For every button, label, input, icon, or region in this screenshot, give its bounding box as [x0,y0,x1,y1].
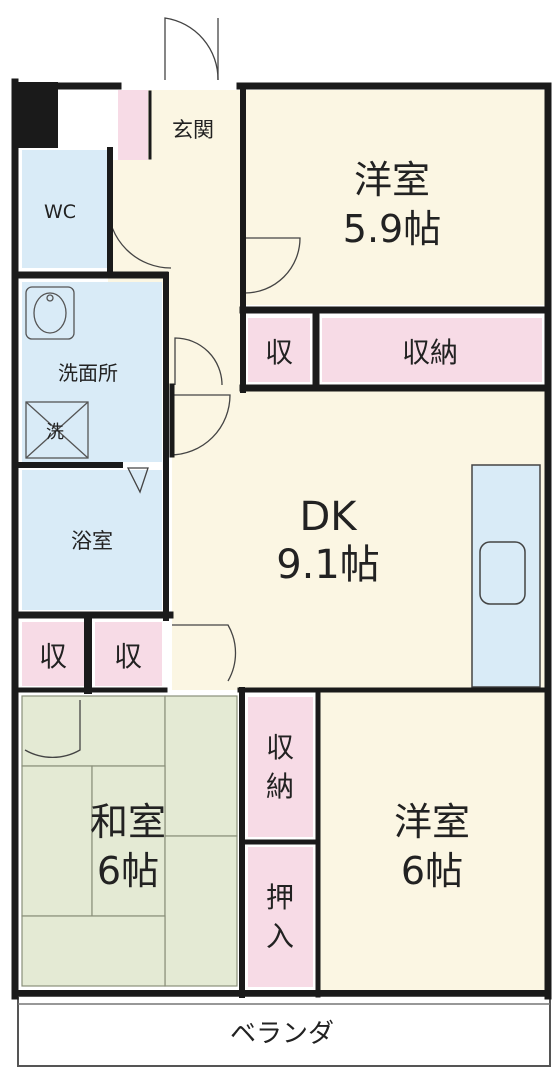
dk-floor-extension [172,620,242,690]
veranda-label: ベランダ [230,1019,334,1049]
washroom-label: 洗面所 [58,361,118,385]
tatami-room-name: 和室 [90,800,166,844]
western-room-top-name: 洋室 [354,158,430,202]
storage-small-1-label: 収 [265,336,293,369]
storage-vertical-label-1: 収 [266,731,294,764]
bathroom-label: 浴室 [71,529,113,553]
closet-label-1: 押 [266,881,294,914]
walls [11,78,552,1000]
dk-name: DK [299,494,358,540]
western-room-top-floor [245,90,545,305]
washing-machine-icon [25,401,89,459]
storage-vertical [248,697,313,837]
entrance-label: 玄関 [172,118,214,142]
storage-small-3 [95,622,162,686]
entrance-storage-floor [118,90,148,160]
storage-small-3-label: 収 [114,640,142,673]
bathroom-floor [22,470,162,610]
storage-small-2 [22,622,85,686]
washbasin-icon [25,286,75,340]
western-room-bottom-size: 6帖 [401,849,463,893]
hallway-floor-2 [165,290,245,390]
western-room-top-size: 5.9帖 [343,207,441,251]
tatami-room-size: 6帖 [97,849,159,893]
storage-small-1 [248,318,310,382]
closet-vertical [248,847,313,987]
storage-vertical-label-2: 納 [266,770,294,803]
tatami-room [21,695,238,987]
wc-label: WC [44,201,76,223]
sink-icon [479,541,526,605]
washroom-floor [22,282,162,462]
hallway-floor [108,160,245,290]
storage-long-label: 収納 [402,336,458,369]
western-room-bottom-floor [320,690,545,992]
dk-size: 9.1帖 [276,542,380,588]
washer-label: 洗 [46,422,64,443]
western-room-bottom-name: 洋室 [394,800,470,844]
closet-label-2: 入 [266,920,294,953]
storage-small-2-label: 収 [39,640,67,673]
wc-floor [22,150,108,268]
veranda-area [17,995,551,1067]
entrance-floor [148,90,245,160]
storage-long [322,318,542,382]
